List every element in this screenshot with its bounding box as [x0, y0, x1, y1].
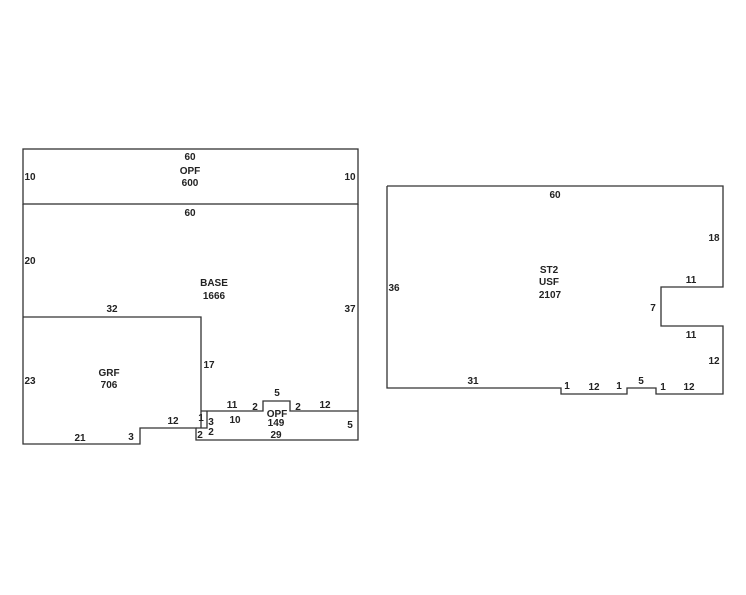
- dim-label: 12: [588, 382, 600, 393]
- dim-label: 60: [549, 190, 561, 201]
- dim-label: 21: [74, 433, 86, 444]
- area-value: 706: [101, 380, 118, 391]
- opf-top-outline: [22, 148, 359, 205]
- dim-label: 10: [229, 415, 241, 426]
- dim-label: 31: [467, 376, 479, 387]
- dim-label: 3: [128, 432, 134, 443]
- dim-label: 11: [686, 275, 697, 286]
- base-bottom-outline: [201, 400, 358, 412]
- outer-outline: [22, 204, 359, 445]
- grf-outline: [23, 316, 202, 428]
- dim-label: 29: [270, 430, 282, 441]
- dim-label: 5: [347, 420, 353, 431]
- dim-label: 2: [208, 427, 214, 438]
- area-code: ST2: [540, 265, 559, 276]
- dim-label: 1: [564, 381, 570, 392]
- st2-outline: [386, 185, 724, 395]
- area-value: 2107: [539, 290, 562, 301]
- dim-label: 2: [252, 402, 258, 413]
- dim-label: 12: [708, 356, 720, 367]
- dim-label: 2: [295, 402, 301, 413]
- dim-label: 3: [208, 417, 214, 428]
- area-code: GRF: [98, 368, 119, 379]
- dim-label: 11: [227, 400, 238, 411]
- area-code: BASE: [200, 278, 228, 289]
- dim-label: 60: [184, 208, 196, 219]
- area-code: OPF: [180, 166, 201, 177]
- dim-label: 1: [198, 413, 204, 424]
- dim-label: 17: [203, 360, 215, 371]
- dim-label: 23: [24, 376, 36, 387]
- dim-label: 12: [683, 382, 695, 393]
- dim-label: 10: [344, 172, 356, 183]
- dim-label: 5: [638, 376, 644, 387]
- left-building: 60 OPF 600 10 10 60 BASE 1666 20 32 37 1…: [22, 148, 359, 445]
- dim-label: 12: [319, 400, 331, 411]
- area-type: USF: [539, 277, 559, 288]
- dim-label: 5: [274, 388, 280, 399]
- area-code: OPF: [267, 409, 288, 420]
- dim-label: 36: [388, 283, 400, 294]
- dim-label: 32: [106, 304, 118, 315]
- dim-label: 1: [660, 382, 666, 393]
- dim-label: 1: [616, 381, 622, 392]
- area-value: 600: [182, 178, 199, 189]
- dim-label: 2: [197, 430, 203, 441]
- dim-label: 20: [24, 256, 36, 267]
- dim-label: 10: [24, 172, 36, 183]
- dim-label: 12: [167, 416, 179, 427]
- area-value: 1666: [203, 291, 226, 302]
- dim-label: 37: [344, 304, 356, 315]
- dim-label: 11: [686, 330, 697, 341]
- area-value: 149: [268, 418, 285, 429]
- dim-label: 7: [650, 303, 656, 314]
- opf-bottom-outline: [196, 411, 208, 429]
- right-building: ST2 USF 2107 60 18 11 7 11 12 36 31 1 12…: [386, 185, 724, 395]
- dim-label: 60: [184, 152, 196, 163]
- dim-label: 18: [708, 233, 720, 244]
